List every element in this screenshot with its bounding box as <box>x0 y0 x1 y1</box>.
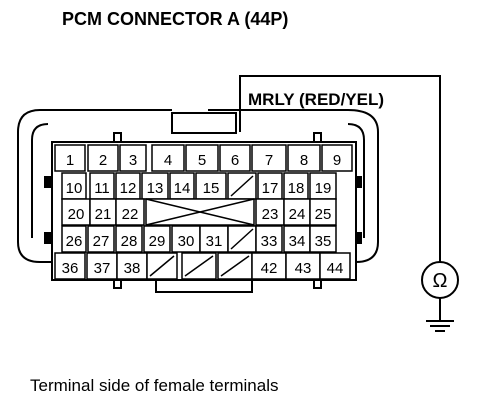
terminal-number: 30 <box>178 233 195 250</box>
terminal-number: 43 <box>295 260 312 277</box>
blank-slash-mark <box>184 255 214 277</box>
terminal-number: 15 <box>203 180 220 197</box>
terminal-number: 22 <box>122 206 139 223</box>
terminal-number: 18 <box>288 180 305 197</box>
terminal-cell <box>283 172 309 200</box>
terminal-cell <box>251 252 287 280</box>
terminal-cell <box>87 144 119 172</box>
terminal-number: 35 <box>315 233 332 250</box>
terminal-cell <box>61 172 87 200</box>
terminal-number: 10 <box>66 180 83 197</box>
terminal-cell <box>285 252 321 280</box>
terminal-number: 5 <box>198 152 206 169</box>
ohm-symbol: Ω <box>433 270 448 292</box>
blank-slash-mark <box>230 228 254 250</box>
blank-slash-mark <box>149 255 175 277</box>
terminal-cell <box>115 198 145 226</box>
terminal-number: 24 <box>289 206 306 223</box>
housing-side-blocks <box>44 176 362 244</box>
terminal-number: 21 <box>95 206 112 223</box>
terminal-cell <box>87 225 115 253</box>
wire-label: MRLY (RED/YEL) <box>248 90 384 109</box>
blank-slash-mark <box>230 175 254 197</box>
terminal-cell <box>141 172 169 200</box>
diagram-title: PCM CONNECTOR A (44P) <box>62 9 288 29</box>
terminal-number: 38 <box>124 260 141 277</box>
terminal-number: 8 <box>300 152 308 169</box>
terminal-cell <box>321 144 353 172</box>
terminal-cell <box>251 144 287 172</box>
terminal-cell <box>309 198 337 226</box>
terminal-number: 20 <box>68 206 85 223</box>
terminal-number: 27 <box>93 233 110 250</box>
terminal-cell <box>287 144 321 172</box>
terminal-cell <box>309 172 337 200</box>
terminal-number: 3 <box>129 152 137 169</box>
terminal-cell <box>119 144 147 172</box>
terminal-cell <box>257 172 283 200</box>
terminal-number: 44 <box>327 260 344 277</box>
terminal-number: 25 <box>315 206 332 223</box>
terminal-number: 19 <box>315 180 332 197</box>
terminal-cell <box>255 225 283 253</box>
terminal-cell <box>151 144 185 172</box>
terminal-number: 11 <box>94 180 110 197</box>
terminal-number: 9 <box>333 152 341 169</box>
terminal-number: 14 <box>174 180 191 197</box>
terminal-number: 4 <box>164 152 172 169</box>
terminal-number: 28 <box>121 233 138 250</box>
terminal-cell <box>195 172 227 200</box>
terminal-number: 1 <box>66 152 74 169</box>
terminal-cell <box>89 172 115 200</box>
terminal-number: 13 <box>147 180 164 197</box>
terminal-number: 7 <box>265 152 273 169</box>
terminal-number: 17 <box>262 180 279 197</box>
terminal-number: 37 <box>94 260 111 277</box>
terminal-cell <box>115 225 143 253</box>
terminal-cell <box>171 225 201 253</box>
terminal-number: 2 <box>99 152 107 169</box>
terminal-cell <box>61 225 87 253</box>
ground-icon <box>426 320 454 332</box>
caption: Terminal side of female terminals <box>30 376 278 395</box>
terminal-number: 26 <box>66 233 83 250</box>
terminal-number: 33 <box>261 233 278 250</box>
terminal-cell <box>309 225 337 253</box>
terminal-number: 34 <box>289 233 306 250</box>
terminal-cell <box>283 198 311 226</box>
blank-slash-mark <box>220 255 250 277</box>
terminal-grid <box>54 144 353 280</box>
terminal-number: 31 <box>206 233 223 250</box>
ohmmeter-icon: Ω <box>421 261 459 299</box>
terminal-number: 12 <box>120 180 137 197</box>
terminal-cell <box>185 144 219 172</box>
terminal-cell <box>54 144 86 172</box>
terminal-number: 23 <box>262 206 279 223</box>
terminal-cell <box>54 252 86 280</box>
blank-x-mark <box>145 198 255 226</box>
terminal-cell <box>169 172 195 200</box>
terminal-cell <box>86 252 118 280</box>
terminal-number: 29 <box>149 233 166 250</box>
terminal-cell <box>219 144 251 172</box>
test-wire <box>239 75 441 320</box>
terminal-cell <box>143 225 171 253</box>
terminal-number: 36 <box>62 260 79 277</box>
terminal-number: 6 <box>231 152 239 169</box>
terminal-cell <box>319 252 351 280</box>
terminal-number: 42 <box>261 260 278 277</box>
connector-housing <box>17 109 379 293</box>
terminal-cell <box>283 225 311 253</box>
